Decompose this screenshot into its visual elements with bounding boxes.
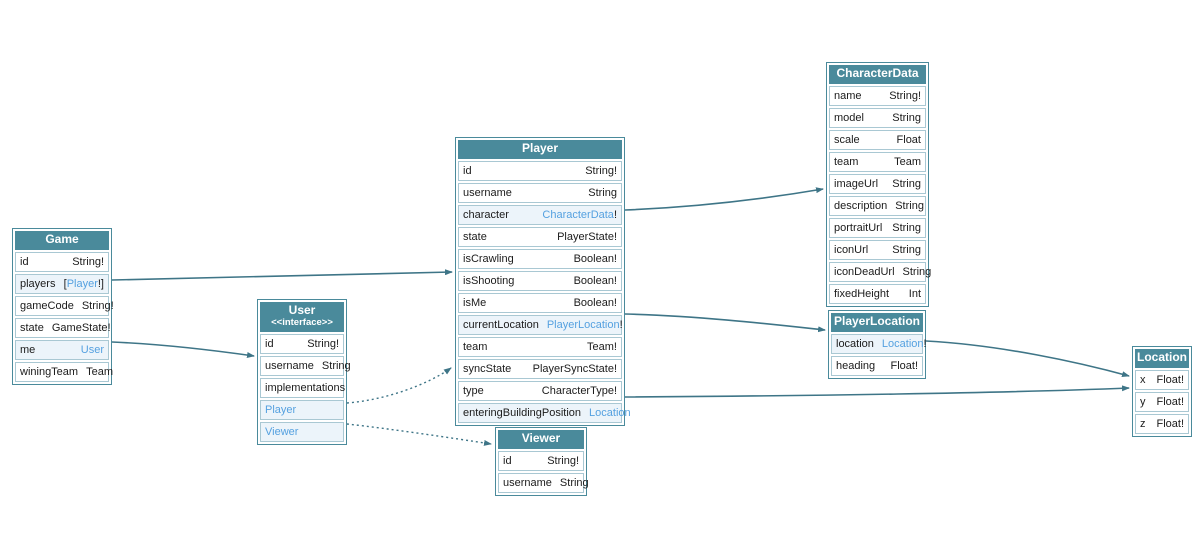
type-table-viewer: Viewer id String! username String xyxy=(495,427,589,496)
field-row: id String! xyxy=(498,450,584,471)
table-title-location: Location xyxy=(1135,349,1189,368)
arrow-game-players-to-player xyxy=(111,269,453,281)
table-title-player: Player xyxy=(458,140,622,159)
field-row: z Float! xyxy=(1135,413,1189,434)
type-table-user: User<<interface>> id String! username St… xyxy=(257,299,351,445)
type-link-characterdata[interactable]: CharacterData xyxy=(542,208,614,221)
field-row: team Team xyxy=(829,151,926,172)
arrow-playerlocation-location-to-location xyxy=(925,340,1130,378)
arrow-player-character-to-characterdata xyxy=(624,187,824,211)
arrow-player-currentlocation-to-playerlocation xyxy=(624,313,826,333)
arrow-player-enteringbuildingposition-to-location xyxy=(624,385,1130,398)
type-table-characterdata: CharacterData name String! model String … xyxy=(826,62,931,307)
arrow-game-me-to-user xyxy=(111,341,255,358)
interface-stereotype: <<interface>> xyxy=(271,316,333,328)
field-row: syncState PlayerSyncState! xyxy=(458,358,622,379)
field-row: username String xyxy=(458,182,622,203)
field-row: scale Float xyxy=(829,129,926,150)
field-row: type CharacterType! xyxy=(458,380,622,401)
table-title-game: Game xyxy=(15,231,109,250)
type-link-player[interactable]: Player xyxy=(66,277,98,290)
field-row: state GameState! xyxy=(15,317,111,338)
field-row: id String! xyxy=(458,160,622,181)
table-title-characterdata: CharacterData xyxy=(829,65,926,84)
type-table-playerlocation: PlayerLocation location Location! headin… xyxy=(828,310,927,379)
field-row: username String xyxy=(498,472,589,493)
field-row: enteringBuildingPosition Location xyxy=(458,402,631,423)
field-row: username String xyxy=(260,355,351,376)
field-row: me User xyxy=(15,339,109,360)
arrow-user-implementation-to-player xyxy=(346,367,452,404)
field-row: heading Float! xyxy=(831,355,923,376)
field-row: isShooting Boolean! xyxy=(458,270,622,291)
field-row: state PlayerState! xyxy=(458,226,622,247)
type-link-location[interactable]: Location xyxy=(881,337,924,350)
table-title-playerlocation: PlayerLocation xyxy=(831,313,923,332)
type-link-player[interactable]: Player xyxy=(265,403,297,416)
type-table-player: Player id String! username String charac… xyxy=(455,137,631,426)
type-table-game: Game id String! players [Player!] gameCo… xyxy=(12,228,114,385)
field-row: model String xyxy=(829,107,926,128)
type-link-location[interactable]: Location xyxy=(589,406,631,419)
field-row: isCrawling Boolean! xyxy=(458,248,622,269)
field-row: currentLocation PlayerLocation! xyxy=(458,314,623,335)
field-row: iconDeadUrl String xyxy=(829,261,931,282)
implementations-row: implementations xyxy=(260,377,345,398)
type-table-location: Location x Float! y Float! z Float! xyxy=(1132,346,1192,437)
field-row: y Float! xyxy=(1135,391,1189,412)
arrow-user-implementation-to-viewer xyxy=(346,423,492,446)
field-row: portraitUrl String xyxy=(829,217,926,238)
field-row: imageUrl String xyxy=(829,173,926,194)
type-link-viewer[interactable]: Viewer xyxy=(265,425,299,438)
table-title-user: User<<interface>> xyxy=(260,302,344,332)
field-row: iconUrl String xyxy=(829,239,926,260)
table-title-viewer: Viewer xyxy=(498,430,584,449)
field-row: gameCode String! xyxy=(15,295,114,316)
field-row: character CharacterData! xyxy=(458,204,622,225)
field-row: name String! xyxy=(829,85,926,106)
type-link-user[interactable]: User xyxy=(80,343,104,356)
type-link-playerlocation[interactable]: PlayerLocation xyxy=(546,318,620,331)
field-row: team Team! xyxy=(458,336,622,357)
field-row: id String! xyxy=(260,333,344,354)
field-row: isMe Boolean! xyxy=(458,292,622,313)
field-row: fixedHeight Int xyxy=(829,283,926,304)
field-row: location Location! xyxy=(831,333,927,354)
field-row: id String! xyxy=(15,251,109,272)
implementation-row-viewer: Viewer xyxy=(260,421,344,442)
field-row: players [Player!] xyxy=(15,273,109,294)
field-row: x Float! xyxy=(1135,369,1189,390)
field-row: description String xyxy=(829,195,926,216)
implementation-row-player: Player xyxy=(260,399,344,420)
field-row: winingTeam Team xyxy=(15,361,113,382)
